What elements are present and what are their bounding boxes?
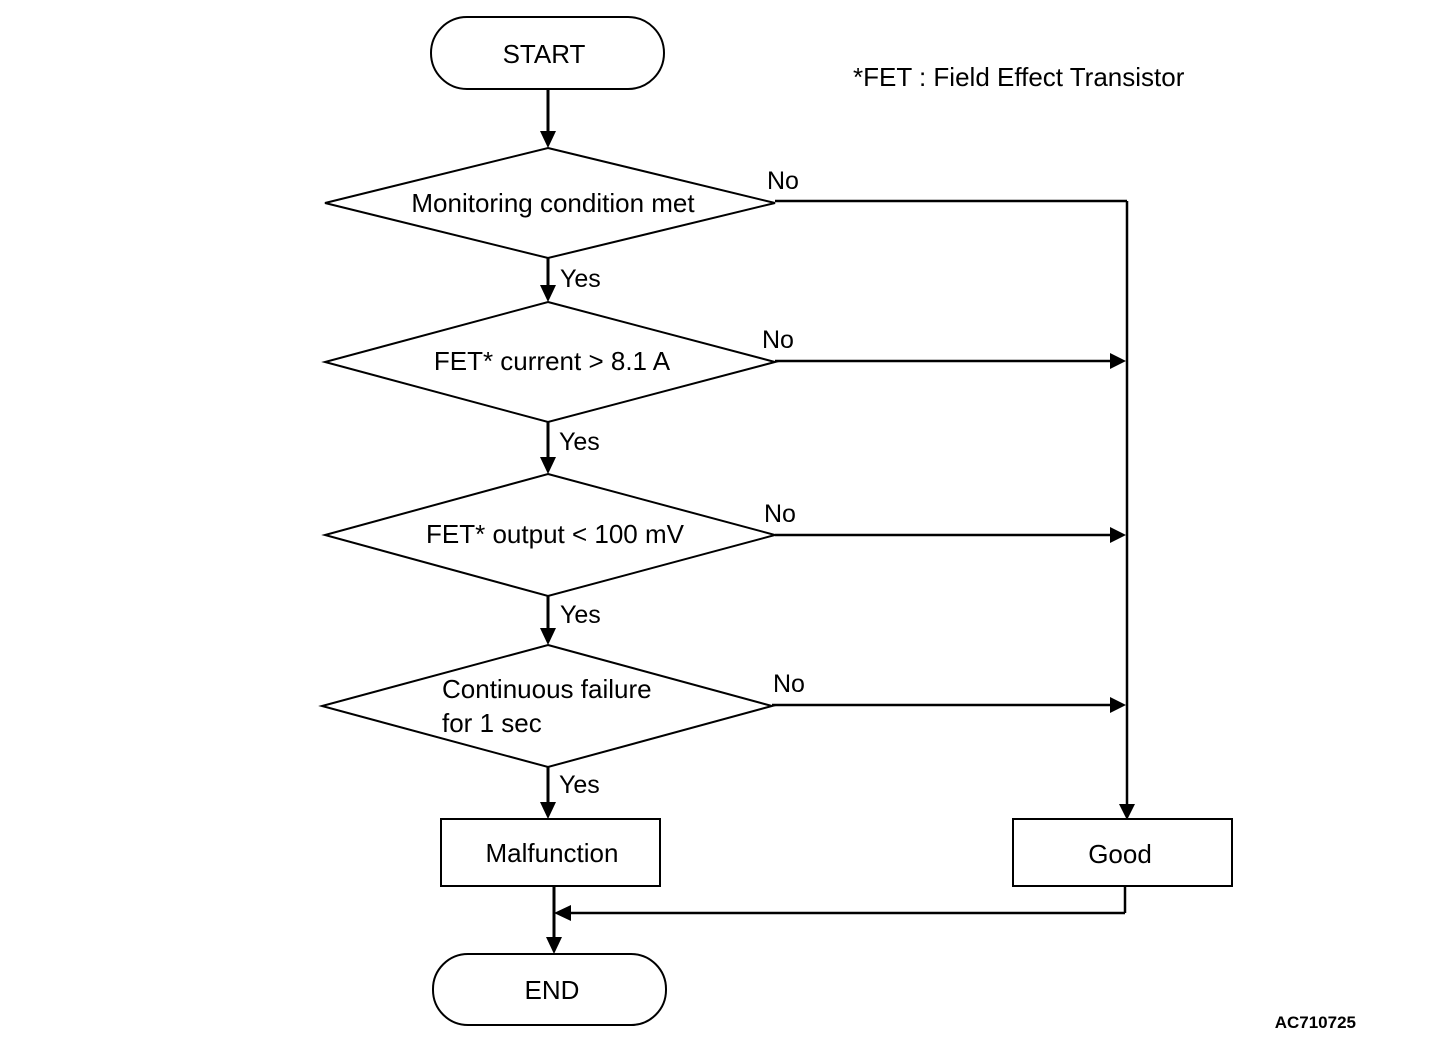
decision-monitoring-label: Monitoring condition met xyxy=(411,188,695,218)
good-box xyxy=(1012,818,1233,887)
arrowhead-current-no xyxy=(1110,353,1126,369)
arrowhead-collector-to-good xyxy=(1119,804,1135,820)
decision-current-label: FET* current > 8.1 A xyxy=(434,346,671,376)
end-label: END xyxy=(525,975,580,1005)
arrowhead-continuous-no xyxy=(1110,697,1126,713)
malfunction-label: Malfunction xyxy=(486,838,619,868)
no-label-output: No xyxy=(764,500,796,528)
start-label: START xyxy=(503,39,586,69)
yes-label-continuous: Yes xyxy=(559,771,600,799)
decision-output-label: FET* output < 100 mV xyxy=(426,519,685,549)
decision-continuous-label-line1: Continuous failure xyxy=(442,674,652,704)
arrowhead-monitoring-to-current xyxy=(540,285,556,302)
arrowhead-continuous-to-malfunction xyxy=(540,802,556,819)
yes-label-current: Yes xyxy=(559,428,600,456)
no-label-monitoring: No xyxy=(767,167,799,195)
arrowhead-good-to-merge xyxy=(554,905,571,921)
no-label-continuous: No xyxy=(773,670,805,698)
good-label: Good xyxy=(1088,839,1152,869)
yes-label-output: Yes xyxy=(560,601,601,629)
decision-continuous-failure xyxy=(318,643,776,769)
decision-continuous-label-line2: for 1 sec xyxy=(442,708,542,738)
malfunction-box xyxy=(440,818,661,887)
arrowhead-malfunction-to-end xyxy=(546,937,562,954)
yes-label-monitoring: Yes xyxy=(560,265,601,293)
fet-footnote: *FET : Field Effect Transistor xyxy=(853,62,1185,92)
arrowhead-current-to-output xyxy=(540,457,556,474)
arrowhead-output-no xyxy=(1110,527,1126,543)
end-terminal xyxy=(432,953,667,1026)
figure-id: AC710725 xyxy=(1275,1013,1356,1032)
arrowhead-output-to-continuous xyxy=(540,628,556,645)
no-label-current: No xyxy=(762,326,794,354)
arrowhead-start-to-monitoring xyxy=(540,131,556,148)
